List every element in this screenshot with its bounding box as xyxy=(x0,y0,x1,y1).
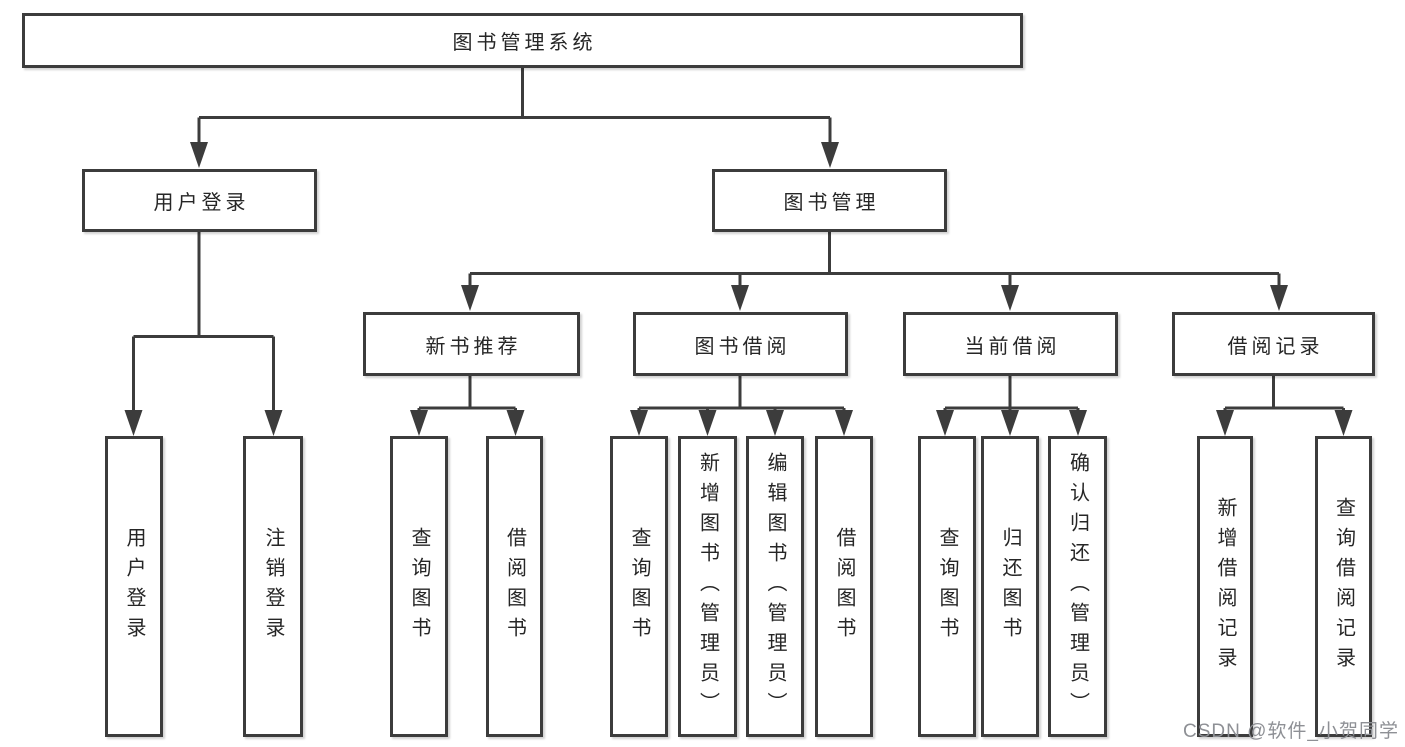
node-root: 图书管理系统 xyxy=(22,13,1023,68)
leaf-query-books-current: 查询图书 xyxy=(918,436,976,737)
leaf-edit-books-admin: 编辑图书（管理员） xyxy=(746,436,804,737)
node-book-borrowing: 图书借阅 xyxy=(633,312,848,376)
edge-arrowheads xyxy=(124,142,1353,436)
leaf-logout: 注销登录 xyxy=(243,436,303,737)
node-current-borrowing: 当前借阅 xyxy=(903,312,1118,376)
leaf-add-borrow-record: 新增借阅记录 xyxy=(1197,436,1253,737)
leaf-borrow-books: 借阅图书 xyxy=(815,436,873,737)
csdn-watermark: CSDN @软件_小贺同学 xyxy=(1183,721,1399,742)
leaf-add-books-admin: 新增图书（管理员） xyxy=(678,436,737,737)
leaf-borrow-books-recommend: 借阅图书 xyxy=(486,436,543,737)
leaf-confirm-return-admin: 确认归还（管理员） xyxy=(1048,436,1107,737)
node-book-management: 图书管理 xyxy=(712,169,947,232)
leaf-query-books-recommend: 查询图书 xyxy=(390,436,448,737)
edge-lines xyxy=(132,66,1345,412)
leaf-query-books-borrow: 查询图书 xyxy=(610,436,668,737)
leaf-return-books: 归还图书 xyxy=(981,436,1039,737)
node-borrowing-records: 借阅记录 xyxy=(1172,312,1375,376)
node-user-login: 用户登录 xyxy=(82,169,317,232)
leaf-query-borrow-record: 查询借阅记录 xyxy=(1315,436,1372,737)
leaf-user-login: 用户登录 xyxy=(105,436,163,737)
node-new-book-recommendation: 新书推荐 xyxy=(363,312,580,376)
